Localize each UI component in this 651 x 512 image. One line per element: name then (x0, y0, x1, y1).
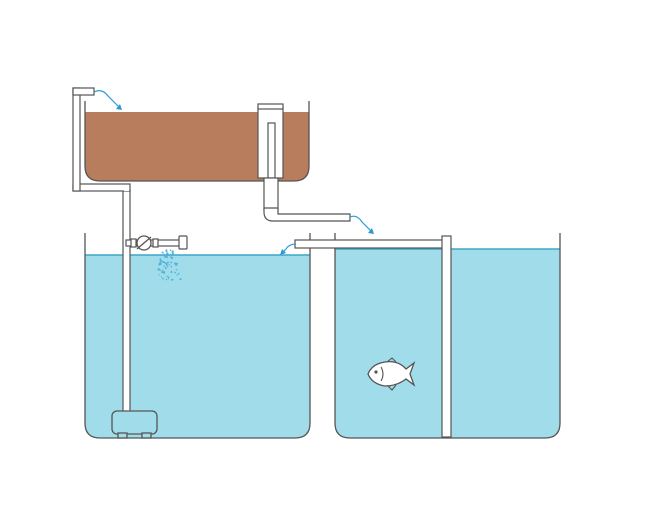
spray-droplet (160, 276, 163, 278)
spray-droplet (165, 263, 168, 266)
flow-arrow-into-grow-bed (93, 90, 122, 110)
fish (367, 357, 416, 391)
spray-droplet (172, 279, 174, 281)
spray-droplet (164, 262, 167, 265)
grow-bed (84, 101, 310, 182)
spray-droplet (166, 275, 168, 278)
spray-droplet (165, 278, 168, 281)
spray-droplet (176, 274, 178, 276)
grow-bed-media (85, 112, 309, 181)
spray-droplet (161, 260, 164, 263)
submersible-pump (111, 410, 158, 439)
spray-droplet (169, 249, 172, 252)
spray-droplet (165, 255, 168, 258)
spray-droplet (174, 271, 176, 274)
spray-droplet (171, 252, 174, 255)
spray-droplet (157, 267, 160, 270)
sump-water (85, 255, 310, 438)
spray-droplet (167, 261, 169, 264)
spray-droplet (158, 274, 160, 276)
spray-droplet (167, 278, 170, 280)
spray-droplet (159, 259, 162, 262)
spray-droplet (170, 270, 173, 273)
sump-tank-outline (84, 233, 311, 439)
spray-droplet (159, 269, 161, 271)
flow-arrow-drain-return (349, 215, 374, 234)
spray-droplet (158, 262, 162, 265)
spray-droplet (175, 269, 178, 271)
spray-droplets (157, 249, 182, 281)
spray-droplet (165, 249, 168, 252)
spray-droplet (164, 255, 166, 258)
spray-droplet (163, 265, 165, 267)
spray-droplet (162, 269, 164, 271)
spray-droplet (162, 271, 166, 274)
spray-bar (125, 235, 188, 281)
pump-riser-pipe (72, 87, 131, 413)
spray-droplet (167, 276, 170, 279)
sump-tank (84, 233, 311, 439)
drain-return-pipe (263, 177, 351, 222)
grow-bed-outline (84, 101, 310, 182)
spray-droplet (159, 258, 162, 260)
flow-arrow-overflow (280, 243, 297, 255)
spray-droplet (170, 261, 173, 264)
spray-droplet (163, 253, 165, 255)
spray-droplet (163, 261, 166, 264)
fish-tank-outline (334, 233, 561, 439)
spray-droplet (162, 251, 164, 254)
spray-droplet (169, 253, 172, 256)
spray-droplet (177, 272, 180, 275)
spray-droplet (161, 271, 164, 274)
spray-droplet (171, 257, 174, 260)
spray-droplet (164, 267, 167, 270)
spray-droplet (168, 264, 170, 266)
spray-droplet (179, 278, 182, 281)
spray-droplet (167, 266, 169, 268)
spray-droplet (175, 262, 179, 265)
standpipe-drain (257, 103, 284, 179)
spray-droplet (170, 265, 172, 268)
spray-droplet (166, 252, 169, 255)
spray-droplet (165, 250, 168, 253)
spray-droplet (162, 277, 164, 280)
spray-droplet (169, 256, 172, 258)
spray-droplet (174, 262, 177, 265)
